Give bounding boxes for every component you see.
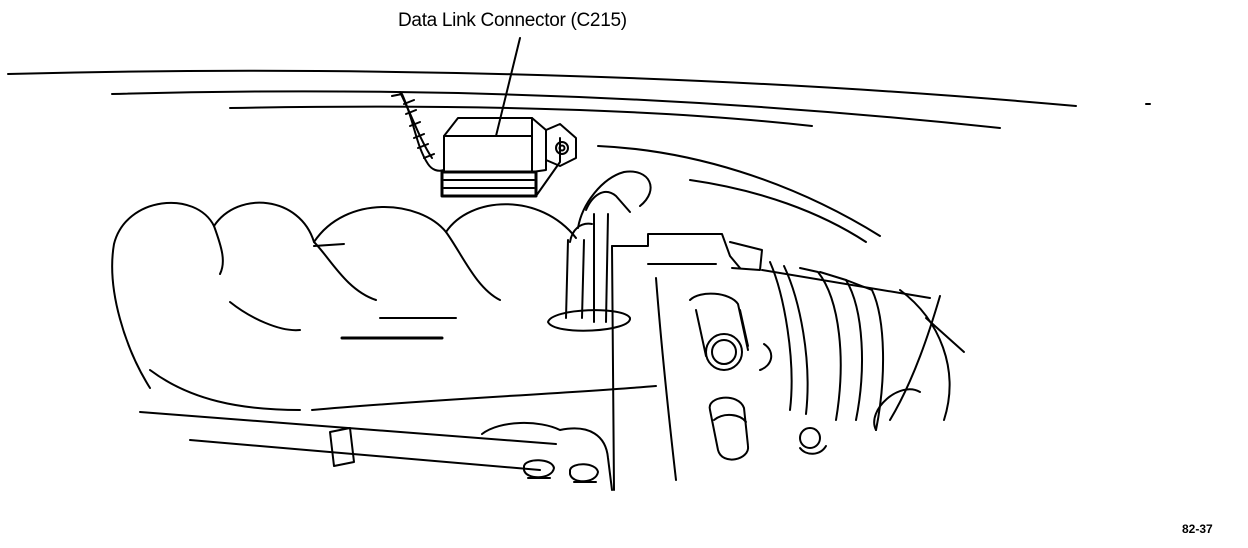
- callout-leader-line: [496, 38, 520, 136]
- lower-engine-parts: [330, 423, 612, 490]
- intake-manifold: [112, 203, 656, 470]
- connector-callout-label: Data Link Connector (C215): [398, 10, 627, 31]
- throttle-body: [612, 234, 826, 490]
- air-intake-duct: [762, 262, 964, 430]
- wiring-harness: [392, 92, 444, 171]
- breather-hose: [548, 172, 651, 331]
- figure-number: 82-37: [1182, 522, 1213, 536]
- data-link-connector: [442, 118, 576, 196]
- hood-lines: [8, 71, 1150, 242]
